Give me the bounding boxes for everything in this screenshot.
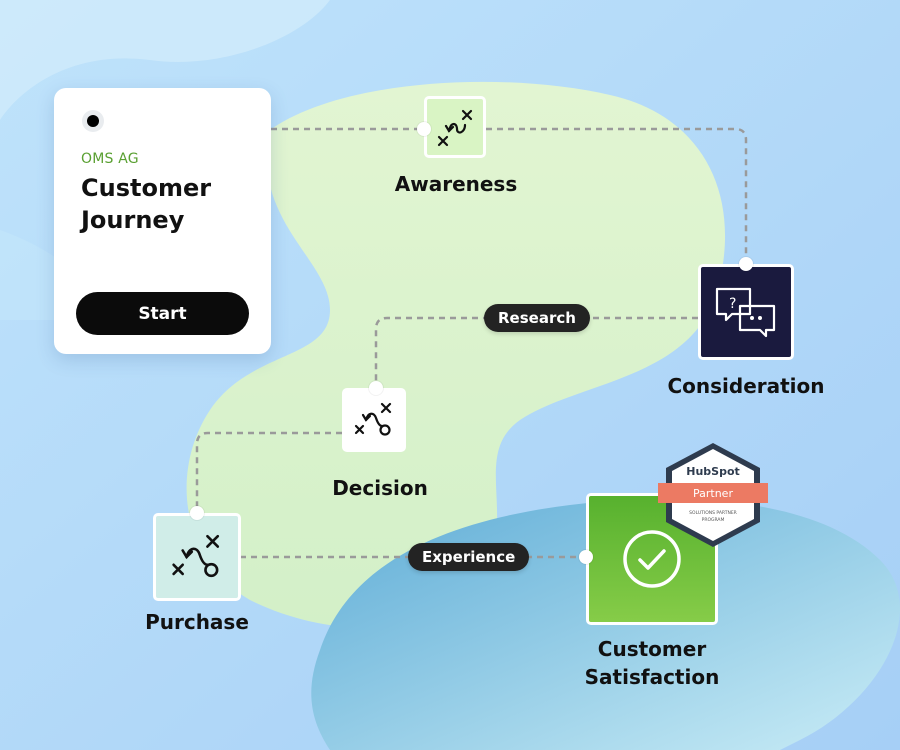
hubspot-partner-badge: HubSpot Partner SOLUTIONS PARTNER PROGRA…: [658, 443, 768, 547]
connector-consideration-decision: [374, 316, 698, 388]
chat-bubbles-icon: ?: [715, 287, 776, 338]
satisfaction-label-line1: Customer: [597, 637, 707, 661]
customer-journey-card: OMS AG Customer Journey Start: [54, 88, 271, 354]
awareness-connector-dot: [417, 122, 431, 136]
awareness-tile[interactable]: [424, 96, 486, 158]
strategy-play-icon: [172, 534, 220, 578]
start-button[interactable]: Start: [76, 292, 249, 335]
strategy-play-icon: [437, 109, 473, 147]
connector-decision-purchase: [195, 431, 342, 513]
awareness-label: Awareness: [394, 172, 518, 196]
svg-text:?: ?: [729, 296, 736, 312]
card-title: Customer Journey: [81, 174, 212, 234]
research-label-pill: Research: [484, 304, 590, 332]
consideration-tile[interactable]: ?: [698, 264, 794, 360]
checkmark-circle-icon: [623, 530, 681, 588]
hubspot-brand-text: HubSpot: [686, 465, 740, 478]
radio-icon[interactable]: [82, 110, 104, 132]
experience-label-pill: Experience: [408, 543, 530, 571]
satisfaction-label-line2: Satisfaction: [584, 665, 720, 689]
program-line2-text: PROGRAM: [702, 517, 725, 523]
decision-tile[interactable]: [342, 388, 406, 452]
company-name: OMS AG: [81, 151, 139, 167]
consideration-label: Consideration: [667, 374, 825, 398]
partner-tier-text: Partner: [693, 487, 733, 500]
consideration-connector-dot: [739, 257, 753, 271]
purchase-tile[interactable]: [153, 513, 241, 601]
purchase-connector-dot: [190, 506, 204, 520]
decision-connector-dot: [369, 381, 383, 395]
purchase-label: Purchase: [145, 610, 249, 634]
decision-label: Decision: [332, 476, 428, 500]
connector-awareness-consideration: [486, 127, 748, 264]
strategy-play-icon: [354, 402, 392, 436]
satisfaction-connector-dot: [579, 550, 593, 564]
program-line1-text: SOLUTIONS PARTNER: [689, 510, 737, 516]
